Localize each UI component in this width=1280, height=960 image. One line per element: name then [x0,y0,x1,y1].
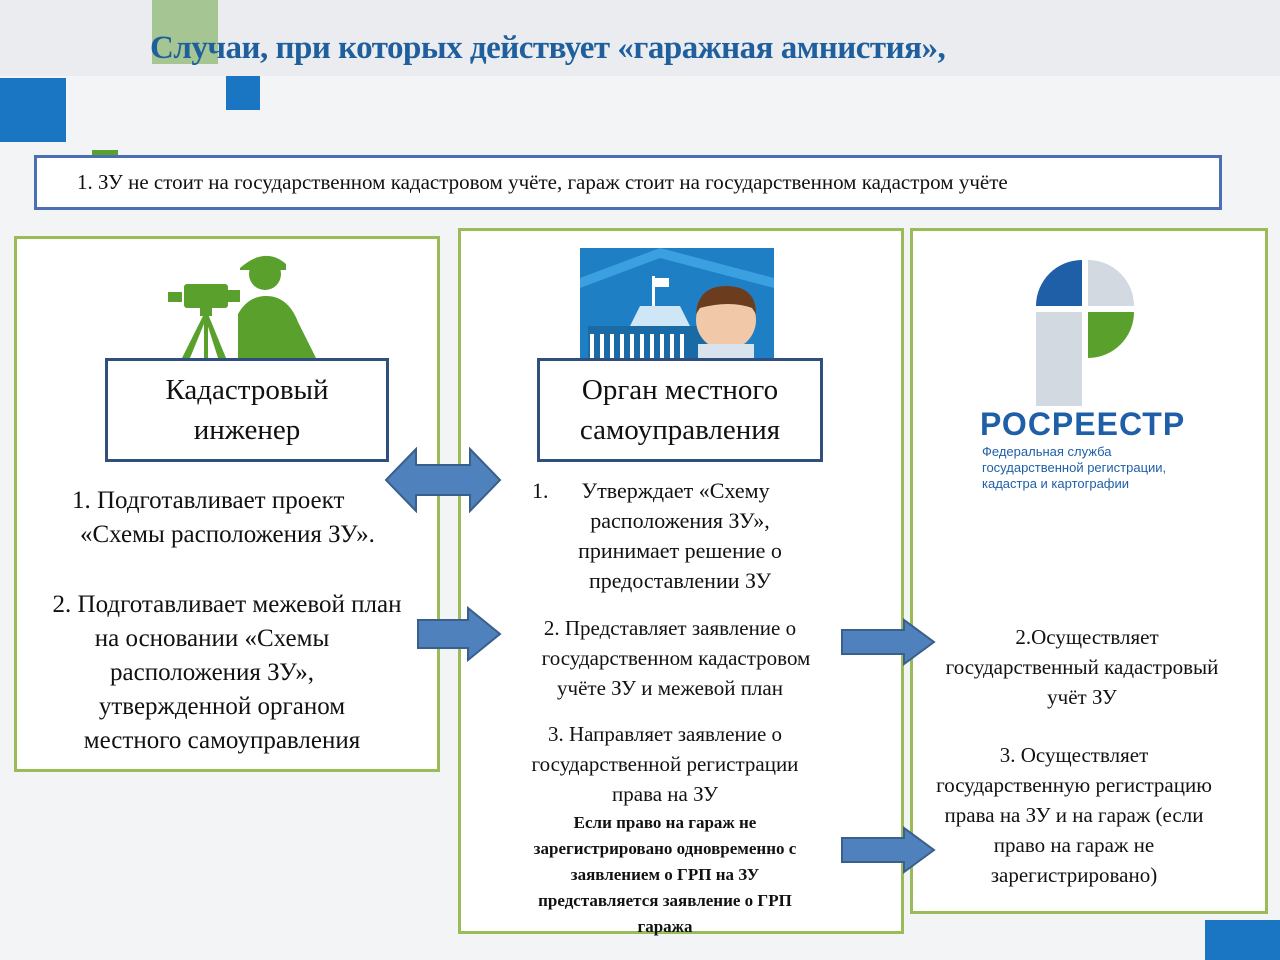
rosreestr-step2-line2: государственный кадастровый [945,655,1219,679]
engineer-label-line1: Кадастровый [165,374,329,406]
arrow-municipality-to-rosreestr-1 [841,618,936,666]
engineer-step2-line3: расположения ЗУ», [110,659,314,686]
surveyor-icon [168,255,316,358]
municipality-illustration [580,248,774,358]
decor-square-blue-small [226,76,260,110]
page-title: Случаи, при которых действует «гаражная … [150,30,946,66]
engineer-step2-line1: 2. Подготавливает межевой план [52,591,402,618]
engineer-column [14,236,440,772]
municipality-step3-line2: государственной регистрации [531,752,799,776]
rosreestr-step3-line5: зарегистрировано) [990,863,1158,887]
rosreestr-step2-line1: 2.Осуществляет [1015,625,1159,649]
decor-band-grey [0,0,1280,76]
municipality-label-line1: Орган местного [581,374,779,406]
engineer-step-1: 1. Подготавливает проект «Схемы располож… [30,484,440,552]
municipality-step2-line2: государственном кадастровом [541,646,811,670]
rosreestr-step-2: 2.Осуществляет государственный кадастров… [912,622,1252,712]
municipality-step1-line4: предоставлении ЗУ [588,568,772,593]
rosreestr-logo-subtitle: Федеральная служба государственной регис… [982,444,1222,492]
municipality-note-line1: Если право на гараж не [573,813,757,832]
rosreestr-logo-name: РОСРЕЕСТР [980,406,1186,442]
municipality-note: Если право на гараж не зарегистрировано … [470,810,860,940]
decor-square-blue-left [0,78,66,142]
rosreestr-logo-sub3: кадастра и картографии [982,476,1130,491]
municipality-step-2: 2. Представляет заявление о государствен… [460,613,880,703]
condition-box: 1. ЗУ не стоит на государственном кадаст… [34,155,1222,210]
rosreestr-step-3: 3. Осуществляет государственную регистра… [904,740,1244,890]
rosreestr-step2-line3: учёт ЗУ [1047,685,1117,709]
rosreestr-logo-sub1: Федеральная служба [982,444,1112,459]
rosreestr-logo-icon [1036,260,1134,406]
condition-text: 1. ЗУ не стоит на государственном кадаст… [77,170,1008,194]
municipality-step2-line1: 2. Представляет заявление о [543,616,797,640]
municipality-step-3: 3. Направляет заявление о государственно… [460,719,870,809]
municipality-step-1: 1. Утверждает «Схему расположения ЗУ», п… [470,476,890,596]
municipality-step1-line2: расположения ЗУ», [590,508,770,533]
arrow-municipality-to-rosreestr-2 [841,826,936,874]
engineer-step2-line5: местного самоуправления [83,727,361,754]
double-arrow-engineer-municipality [384,447,502,513]
municipality-step1-line1: 1. Утверждает «Схему [532,478,770,503]
engineer-step2-line4: утвержденной органом [98,693,346,720]
municipality-note-line4: представляется заявление о ГРП [538,891,792,910]
engineer-step1-line2: «Схемы расположения ЗУ». [80,521,375,548]
rosreestr-step3-line2: государственную регистрацию [936,773,1212,797]
rosreestr-step3-line3: права на ЗУ и на гараж (если [944,803,1204,827]
rosreestr-step3-line1: 3. Осуществляет [999,743,1149,767]
municipality-note-line3: заявлением о ГРП на ЗУ [570,865,760,884]
municipality-label-line2: самоуправления [579,414,781,446]
engineer-step-2: 2. Подготавливает межевой план на основа… [16,588,438,758]
arrow-engineer-to-municipality [417,606,502,662]
decor-square-green-small [92,150,118,158]
municipality-note-line5: гаража [637,917,693,936]
municipality-step3-line3: права на ЗУ [612,782,718,806]
engineer-label-box: Кадастровый инженер [105,358,389,462]
rosreestr-column [910,228,1268,914]
decor-square-blue-bottom [1205,920,1280,960]
municipality-note-line2: зарегистрировано одновременно с [533,839,797,858]
municipality-label-box: Орган местного самоуправления [537,358,823,462]
rosreestr-logo-sub2: государственной регистрации, [982,460,1167,475]
engineer-step2-line2: на основании «Схемы [94,625,330,652]
engineer-step1-line1: 1. Подготавливает проект [72,487,345,514]
municipality-step3-line1: 3. Направляет заявление о [547,722,783,746]
municipality-step1-line3: принимает решение о [578,538,782,563]
rosreestr-step3-line4: право на гараж не [993,833,1155,857]
municipality-step2-line3: учёте ЗУ и межевой план [557,676,783,700]
engineer-label-line2: инженер [193,414,301,446]
